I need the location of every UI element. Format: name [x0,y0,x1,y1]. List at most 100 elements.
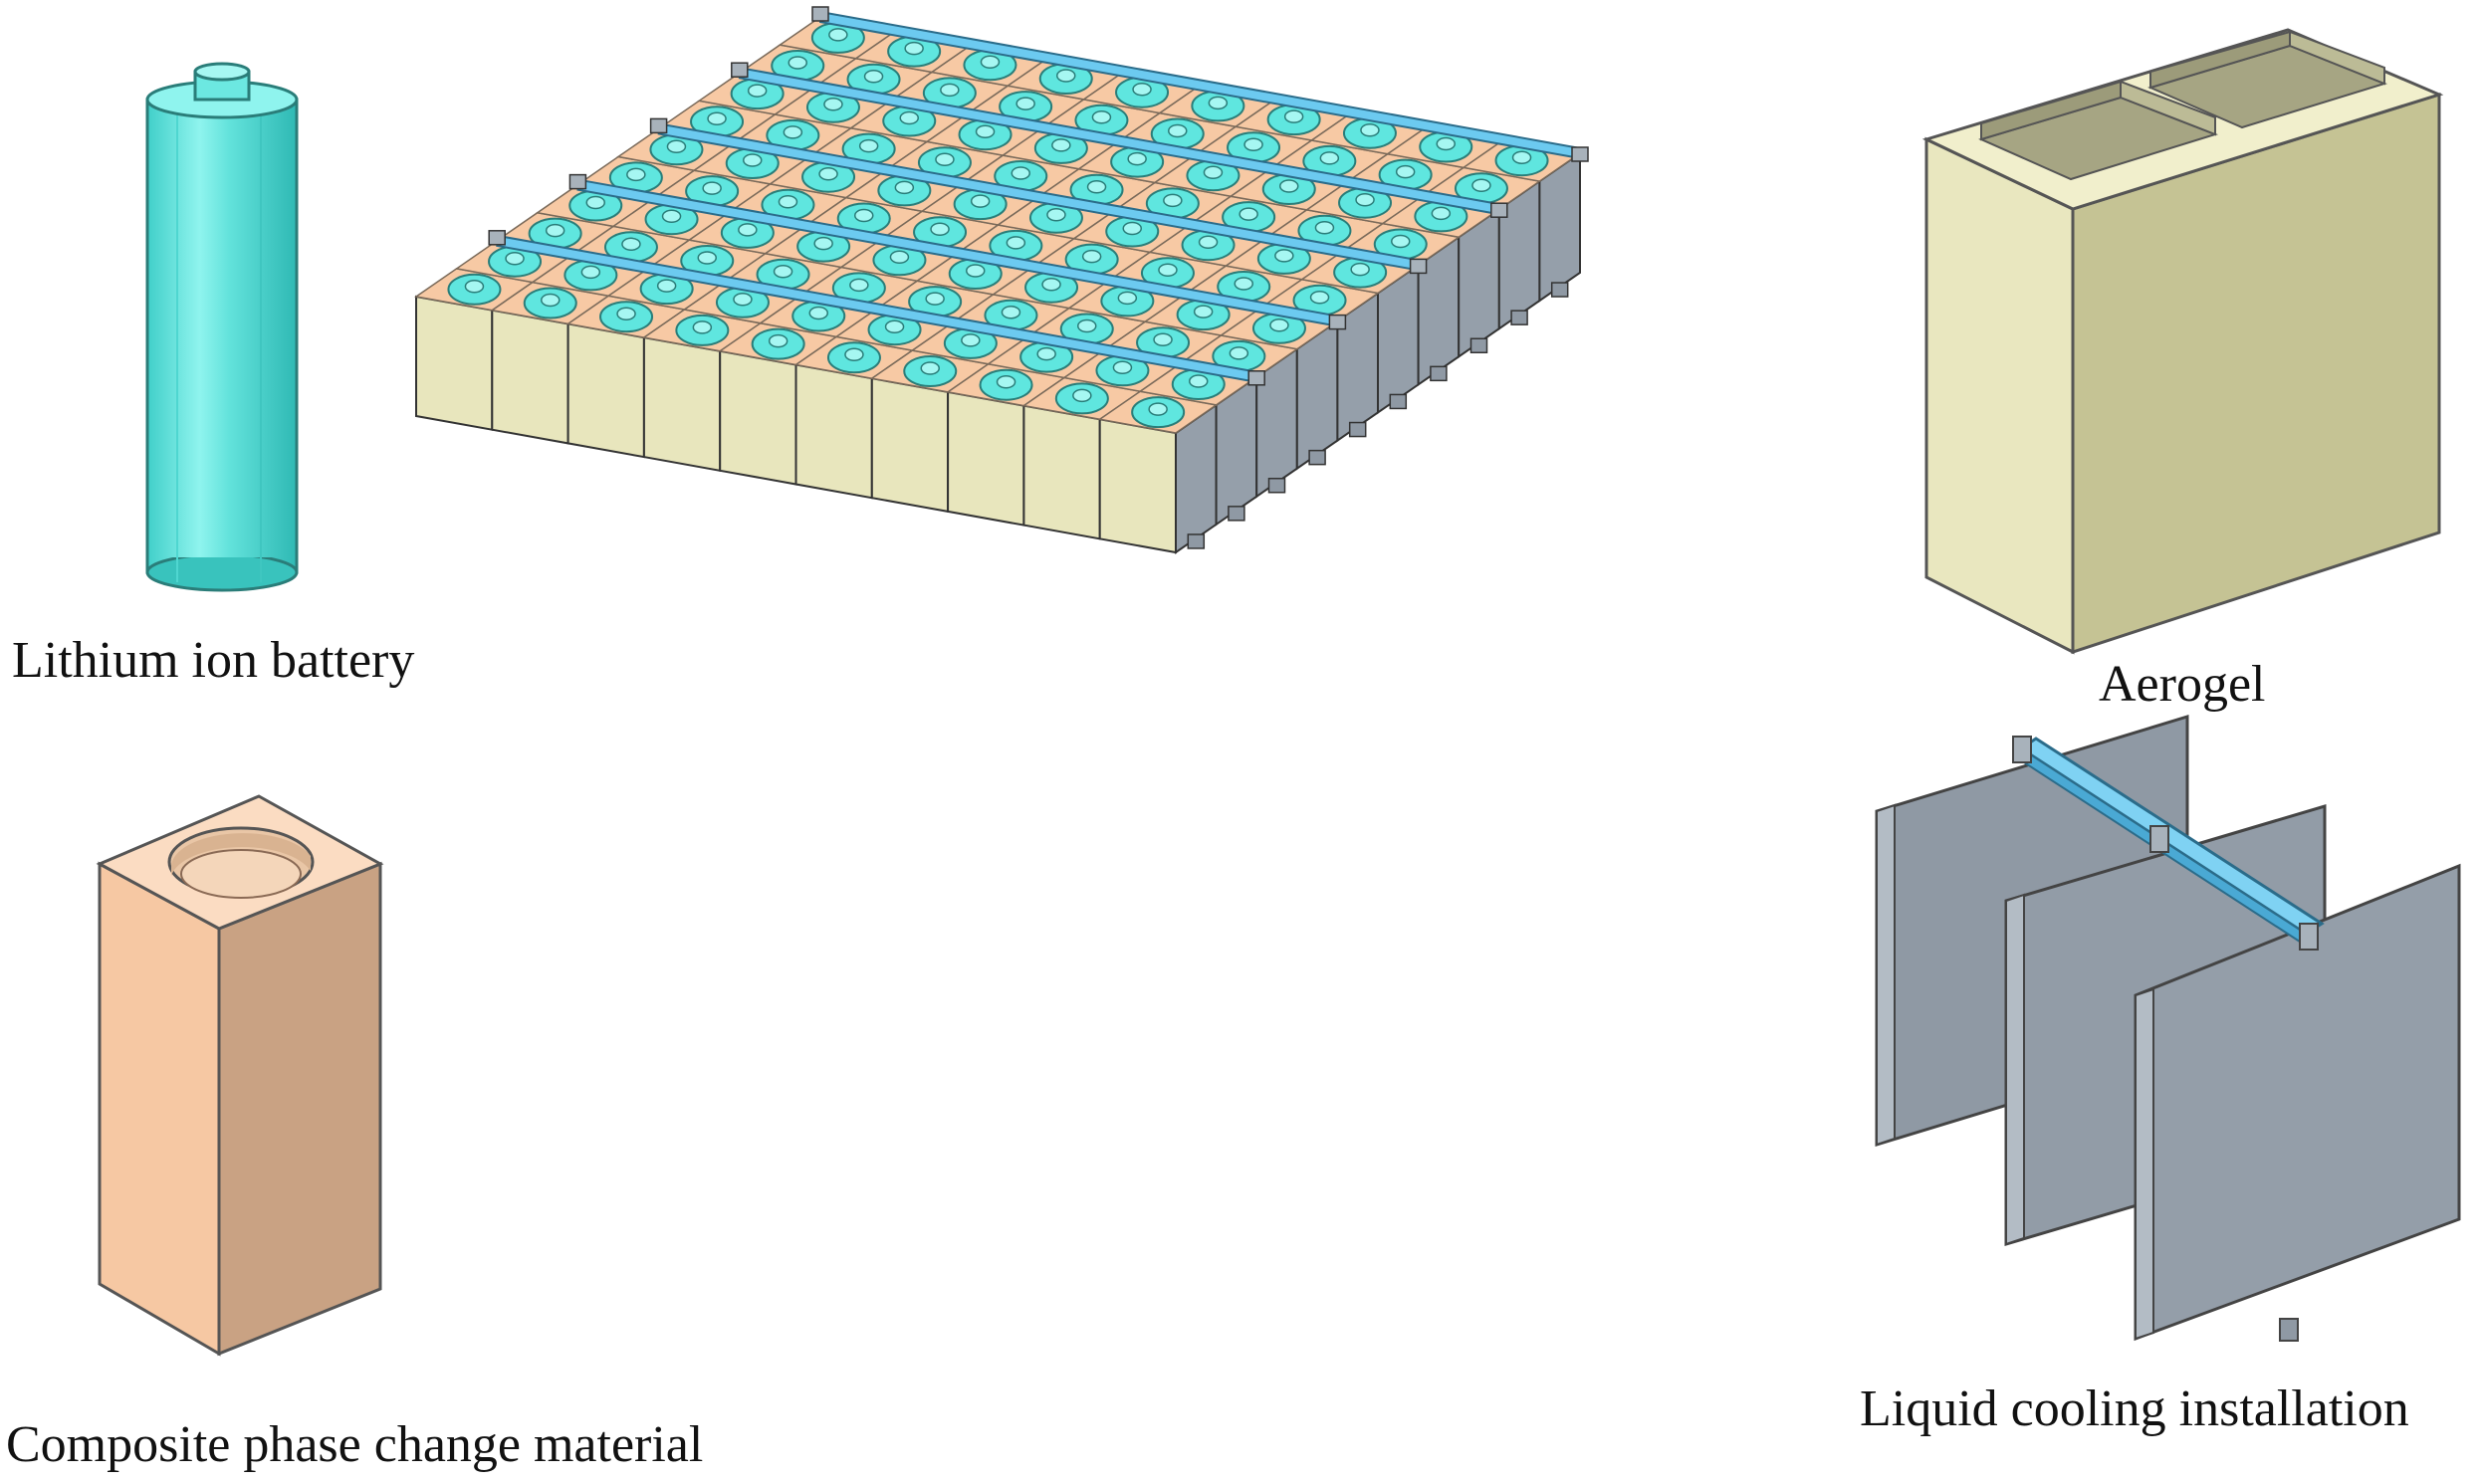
module-battery-terminal [616,307,636,320]
module-battery-terminal [925,292,945,306]
module-battery-terminal [823,98,843,111]
pcm-label: Composite phase change material [6,1416,703,1473]
module-battery-terminal [1314,221,1335,235]
module-battery-terminal [626,167,646,182]
module-battery-terminal [585,195,605,210]
module-battery-terminal [541,293,561,308]
liquid-cooling-label: Liquid cooling installation [1860,1380,2409,1437]
module-battery-terminal [996,374,1016,389]
module-battery-terminal [738,223,758,237]
module-battery-terminal [1471,178,1491,193]
module-battery-terminal [966,264,986,278]
module-pipe-end-cap [1247,370,1265,386]
module-battery-terminal [1189,374,1209,388]
module-battery-terminal [1391,234,1411,249]
module-plate-tab [1510,310,1528,325]
module-battery-terminal [1198,235,1219,249]
module-battery-terminal [1081,249,1102,264]
module-battery-terminal [904,41,924,56]
module-battery-terminal [1127,151,1147,166]
module-battery-terminal [1036,346,1056,361]
module-battery-terminal [1011,166,1030,180]
module-battery-terminal [733,293,753,307]
module-battery-terminal [844,347,864,362]
module-battery-terminal [899,110,919,125]
module-plate-tab [1469,337,1488,353]
module-battery-terminal [894,180,915,195]
module-battery-terminal [884,319,905,333]
module-side-panel [1022,404,1101,540]
aerogel-label: Aerogel [2099,656,2265,713]
module-battery-terminal [1072,388,1092,403]
module-battery-terminal [783,125,803,139]
module-battery-terminal [808,306,828,320]
module-side-panel [415,295,494,431]
module-side-panel [566,322,645,459]
module-battery-terminal [889,250,910,265]
module-battery-terminal [1283,109,1304,123]
module-battery-terminal [1158,263,1178,278]
module-cooling-pipe [819,13,1581,157]
module-plate-tab [1550,282,1569,298]
module-battery-terminal [940,83,960,98]
module-battery-terminal [1015,97,1035,110]
composite-pcm-block [96,794,384,1357]
module-side-panel [1098,418,1177,554]
module-battery-terminal [961,333,981,347]
module-battery-terminal [692,320,713,334]
module-battery-terminal [666,139,687,154]
module-cooling-pipe [739,69,1500,214]
module-battery-terminal [1168,123,1188,138]
module-plate-tab [1187,533,1206,549]
module-side-panel [491,309,569,445]
module-plate-tab [1348,421,1367,438]
module-pipe-end-cap [1571,146,1589,162]
module-battery-terminal [1269,318,1289,332]
module-battery-terminal [778,195,798,209]
module-plate-tab [1308,449,1326,466]
module-side-panel [719,349,797,486]
module-battery-terminal [1153,332,1173,346]
module-battery-terminal [1006,236,1026,250]
module-battery-terminal [1309,290,1330,305]
module-plate-tab [1267,478,1286,494]
module-battery-terminal [661,209,682,223]
aerogel-frame [1921,28,2444,655]
module-battery-terminal [858,138,879,153]
module-battery-terminal [1163,193,1183,208]
module-battery-terminal [656,279,677,293]
module-battery-terminal [1239,207,1258,221]
module-pipe-start-cap [568,173,587,190]
module-battery-terminal [849,278,869,293]
module-cooling-pipe [657,124,1420,270]
module-pipe-start-cap [731,62,749,78]
module-battery-terminal [505,251,525,266]
module-battery-terminal [1122,221,1142,236]
module-battery-terminal [747,84,768,98]
module-battery-terminal [707,111,727,125]
module-battery-terminal [1193,305,1214,318]
module-battery-terminal [1350,262,1370,277]
module-plate-tab [1430,365,1448,382]
module-cooling-pipe [496,236,1257,381]
module-battery-terminal [1355,192,1375,207]
module-pipe-end-cap [1409,258,1428,275]
module-battery-terminal [935,152,955,167]
module-cooling-pipe [576,180,1339,325]
module-pipe-start-cap [488,230,506,246]
module-battery-terminal [768,333,789,348]
module-battery-terminal [1243,137,1263,151]
module-battery-terminal [1041,277,1061,292]
module-battery-terminal [464,280,485,294]
module-battery-terminal [1132,82,1152,97]
module-battery-terminal [621,237,641,252]
liquid-cooling-installation [1875,714,2461,1342]
lithium-ion-battery [145,62,299,592]
module-battery-terminal [1056,69,1076,83]
module-pipe-start-cap [811,6,829,22]
module-battery-terminal [1274,249,1294,263]
module-side-panel [947,390,1025,527]
module-battery-terminal [697,251,717,265]
module-side-panel [642,335,722,472]
